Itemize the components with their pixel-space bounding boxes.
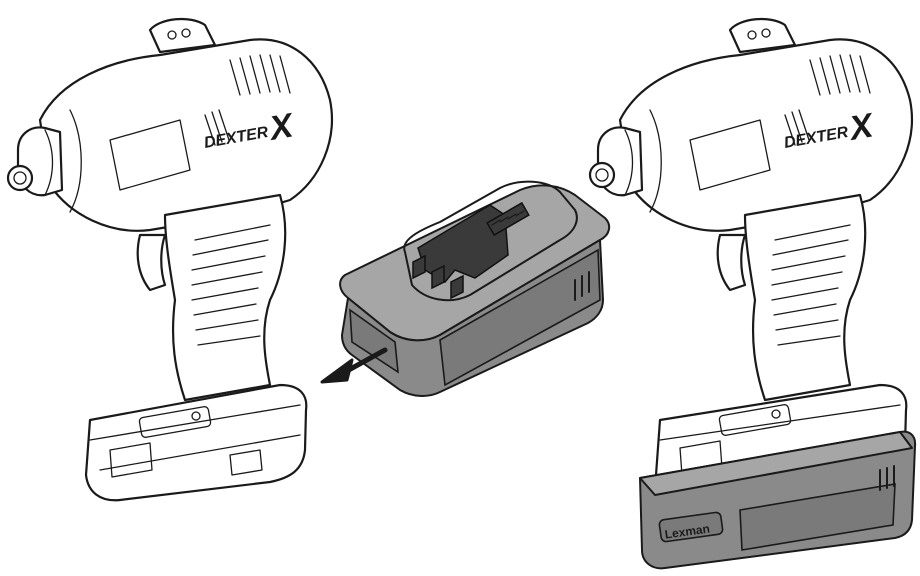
left-trigger [136,233,167,292]
right-trigger [716,233,747,292]
left-handle [163,193,287,402]
right-handle [743,193,867,402]
left-vent-slots [204,54,291,146]
right-grip-ribs [771,224,851,346]
right-impact-driver: DEXTER X Lexman [588,17,917,570]
attached-battery-vents [879,465,895,491]
left-grip-ribs [191,224,271,346]
left-tool-base [84,383,308,502]
arrow-left-icon [320,347,388,384]
battery-brand-label: Lexman [664,521,711,541]
battery-vent-slots [574,271,590,301]
battery-pack [339,180,611,397]
battery-terminals [486,201,530,237]
right-vent-slots [784,54,871,146]
left-impact-driver: DEXTER X [6,17,333,502]
